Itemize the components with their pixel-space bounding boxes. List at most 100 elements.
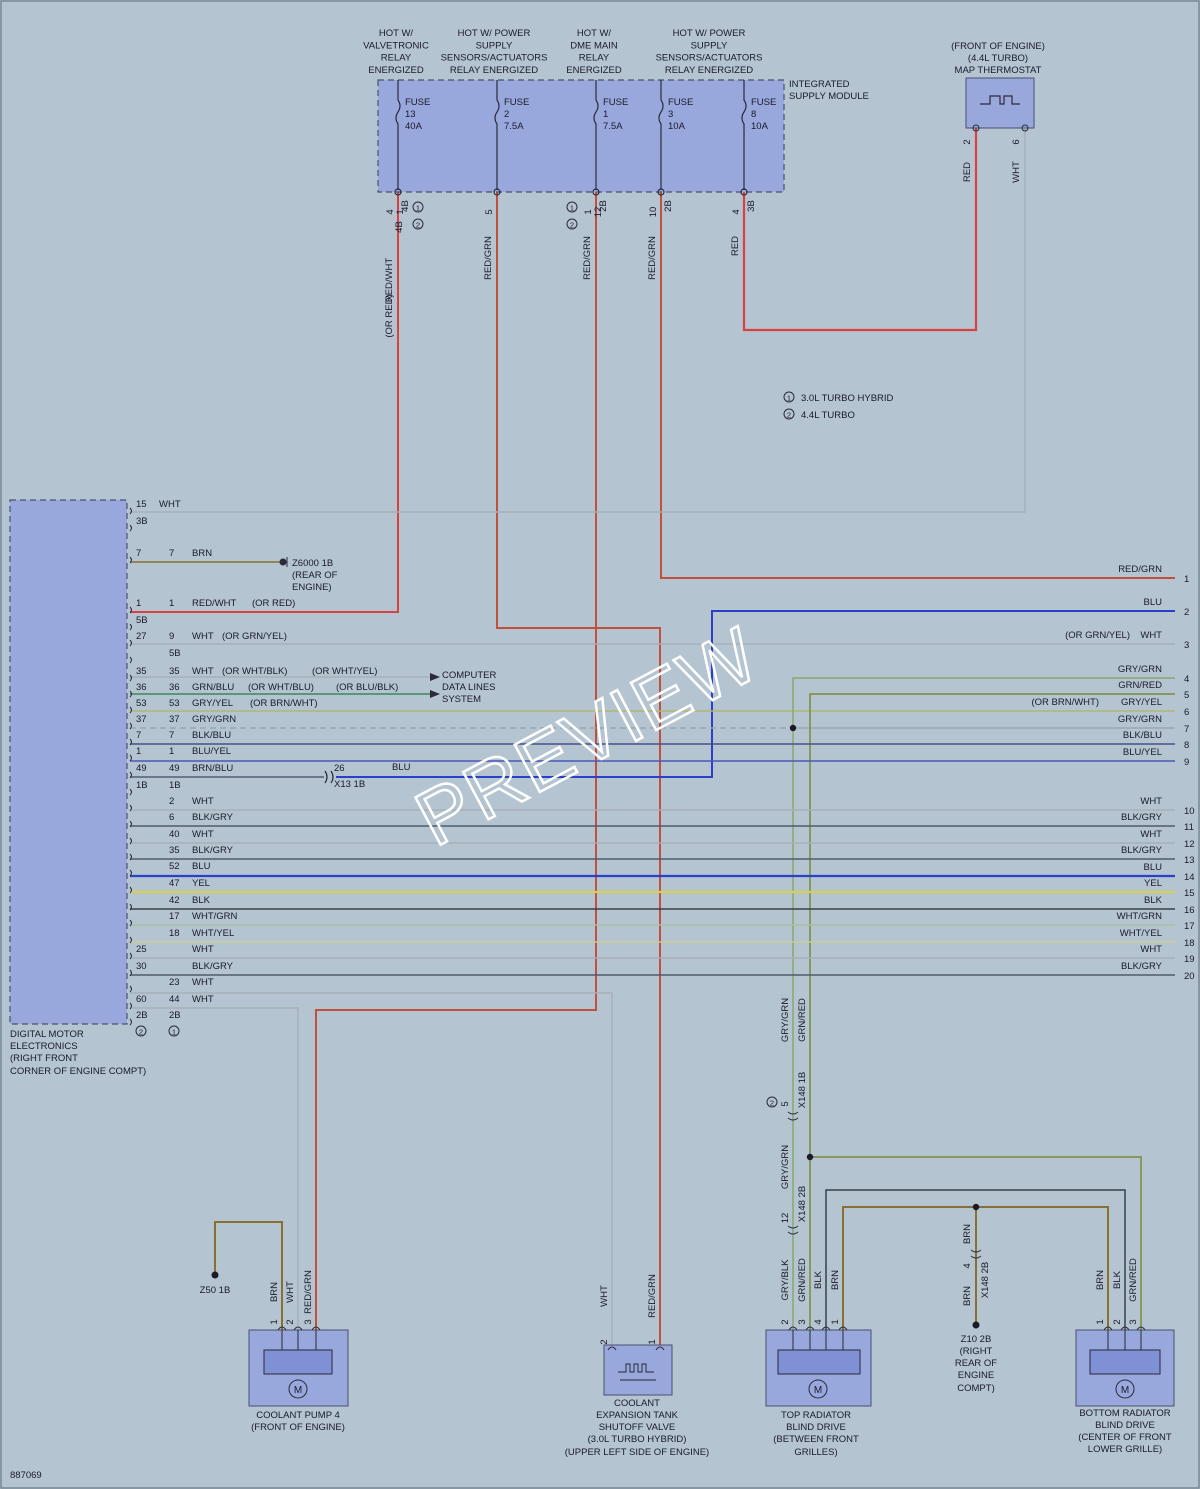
ism-header-text: SUPPLY (691, 40, 728, 51)
fuse-label: 7.5A (504, 121, 524, 132)
dme-variant-1: 1 (172, 1028, 176, 1037)
variant-marker (412, 201, 424, 213)
dme-conn-pin: 1 (169, 598, 174, 609)
dme-pin: 1B (136, 780, 148, 791)
dme-label-3: (RIGHT FRONT (10, 1053, 78, 1064)
dme-wire-color: WHT (192, 666, 214, 677)
computer-data-lines: COMPUTER DATA LINES SYSTEM (430, 670, 497, 705)
right-wire-color: BLK/GRY (1121, 961, 1163, 972)
fuse-label: FUSE (668, 97, 693, 108)
right-edge-num: 14 (1184, 872, 1195, 883)
right-wire-color: WHT (1140, 829, 1162, 840)
dme-pin-terminal (129, 936, 132, 944)
diagram-id: 887069 (10, 1470, 42, 1481)
valve-label-2: EXPANSION TANK (596, 1410, 678, 1421)
dme-pin-terminal (129, 919, 132, 927)
fuse-terminal (394, 188, 402, 196)
x148-2b-pin-4: 4 (962, 1263, 973, 1268)
dme-wire-color: WHT (159, 499, 181, 510)
variant-marker-num: 2 (570, 221, 574, 230)
dme-wire-note: (OR GRN/YEL) (222, 631, 287, 642)
right-wire-color: WHT (1140, 630, 1162, 641)
right-edge-num: 5 (1184, 690, 1189, 701)
component-pin-terminal (607, 1346, 617, 1351)
splice-brn (972, 1203, 980, 1211)
wire-label-red-grn-c: RED/GRN (647, 236, 658, 280)
dme-wire-color: GRY/GRN (192, 714, 236, 725)
dme-label-2: ELECTRONICS (10, 1041, 78, 1052)
wires (130, 128, 1175, 1350)
data-lines-label-3: SYSTEM (442, 694, 481, 705)
component-wire: BRN (269, 1282, 280, 1302)
fuse-label: 8 (751, 109, 756, 120)
right-wire-color: BLK (1144, 895, 1163, 906)
dme-conn-pin: 2 (169, 796, 174, 807)
wire-blu-2 (336, 610, 1175, 778)
fuse-label: 3 (668, 109, 673, 120)
dme-conn-pin: 35 (169, 666, 180, 677)
fuse-symbol (593, 80, 599, 190)
right-edge-num: 13 (1184, 855, 1195, 866)
dme-wire-color: WHT/YEL (192, 928, 234, 939)
pump-label-1: COOLANT PUMP 4 (256, 1410, 340, 1421)
label-gry-grn: GRY/GRN (780, 998, 791, 1042)
dme-pin-terminal (129, 1018, 132, 1026)
legend-text-2: 4.4L TURBO (801, 410, 855, 421)
ism-pin: 1 (583, 209, 594, 214)
x148-1b-pin: 5 (780, 1101, 791, 1106)
ground-z6000-label-1: Z6000 1B (292, 558, 333, 569)
ism-alt-pin: 1 (395, 209, 406, 214)
top-label-1: TOP RADIATOR (781, 1410, 851, 1421)
ism-conn: 2B (663, 200, 674, 212)
right-wire-color: GRY/GRN (1118, 664, 1162, 675)
dme-pin: 53 (136, 698, 147, 709)
dme-variant-2: 2 (139, 1028, 143, 1037)
component-wire: BLK (813, 1270, 824, 1289)
wire-label-red-wht: RED/WHT (384, 258, 395, 303)
label-brn-z10-b: BRN (962, 1286, 973, 1306)
ism-header-text: HOT W/ POWER (673, 28, 746, 39)
dme-wire-color: BLK/BLU (192, 730, 231, 741)
dme-wire-color: BLK/GRY (192, 845, 234, 856)
component-pin-terminal (311, 1326, 321, 1331)
fuse-label: 40A (405, 121, 423, 132)
z10-label-2: (RIGHT (960, 1346, 993, 1357)
valve-label-3: SHUTOFF VALVE (599, 1422, 676, 1433)
component-pin-terminal (805, 1326, 815, 1331)
x13-wire-blu: BLU (392, 762, 411, 773)
right-wire-color: WHT/YEL (1120, 928, 1162, 939)
wire-red-grn-fuse2 (496, 190, 661, 1350)
wire-wht-pump (130, 1007, 299, 1330)
right-wire-color: GRY/GRN (1118, 714, 1162, 725)
right-edge-num: 17 (1184, 921, 1195, 932)
dme-conn-pin: 7 (169, 548, 174, 559)
ism-header-text: SUPPLY (476, 40, 513, 51)
right-wire-color: YEL (1144, 878, 1162, 889)
wire-grn-red-bottom (810, 1156, 1142, 1330)
ism-header-text: ENERGIZED (566, 65, 622, 76)
right-edge-num: 3 (1184, 640, 1189, 651)
dme-conn-pin: 6 (169, 812, 174, 823)
fuse-label: 13 (405, 109, 416, 120)
fuse-label: 10A (751, 121, 769, 132)
dme-conn-pin: 36 (169, 682, 180, 693)
dme-pin: 37 (136, 714, 147, 725)
bottom-motor-icon: M (1121, 1385, 1129, 1396)
top-radiator-branch-labels: GRY/GRN GRN/RED 2 5 X148 1B GRY/GRN 12 X… (766, 998, 991, 1329)
wire-label-red: RED (730, 236, 741, 256)
dme-pin-terminal (129, 985, 132, 993)
dme-conn-pin: 37 (169, 714, 180, 725)
ism-header-text: RELAY (579, 53, 610, 64)
data-lines-label-2: DATA LINES (442, 682, 496, 693)
dme-wire-color: WHT (192, 977, 214, 988)
valve-label-1: COOLANT (614, 1398, 660, 1409)
variant-marker (566, 218, 578, 230)
variant-legend: 1 3.0L TURBO HYBRID 2 4.4L TURBO (783, 391, 894, 421)
wire-label-red-grn-b: RED/GRN (582, 236, 593, 280)
dme-conn-pin: 18 (169, 928, 180, 939)
dme-conn-pin: 5B (169, 648, 181, 659)
right-wire-color: BLU (1144, 862, 1163, 873)
x13-label: X13 1B (334, 779, 365, 790)
